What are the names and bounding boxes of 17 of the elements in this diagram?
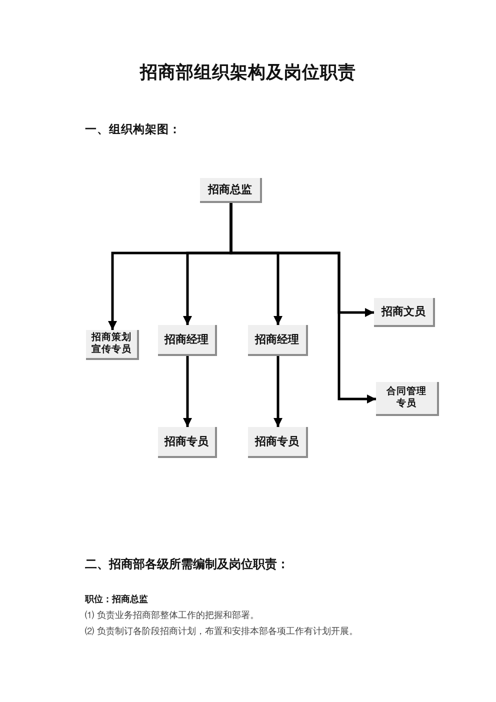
- position-box: 招商经理: [158, 325, 217, 356]
- position-box: 招商文员: [374, 298, 435, 327]
- section-heading: 一、组织构架图：: [85, 123, 181, 137]
- position-box: 招商专员: [248, 427, 308, 458]
- position-box: 招商专员: [158, 427, 217, 458]
- position-box: 招商经理: [248, 325, 308, 356]
- duty-item: ⑵ 负责制订各阶段招商计划，布置和安排本部各项工作有计划开展。: [85, 627, 358, 638]
- arrow: [183, 356, 192, 427]
- page-title: 招商部组织架构及岗位职责: [140, 63, 356, 84]
- position-box: 合同管理专员: [376, 382, 439, 416]
- arrow: [274, 356, 282, 427]
- arrow: [230, 203, 376, 404]
- job-title: 职位：招商总监: [85, 595, 148, 606]
- position-box: 招商策划宣传专员: [86, 330, 139, 360]
- section-heading: 二、招商部各级所需编制及岗位职责：: [85, 557, 289, 572]
- position-box: 招商总监: [200, 178, 262, 203]
- duty-item: ⑴ 负责业务招商部整体工作的把握和部署。: [85, 611, 259, 622]
